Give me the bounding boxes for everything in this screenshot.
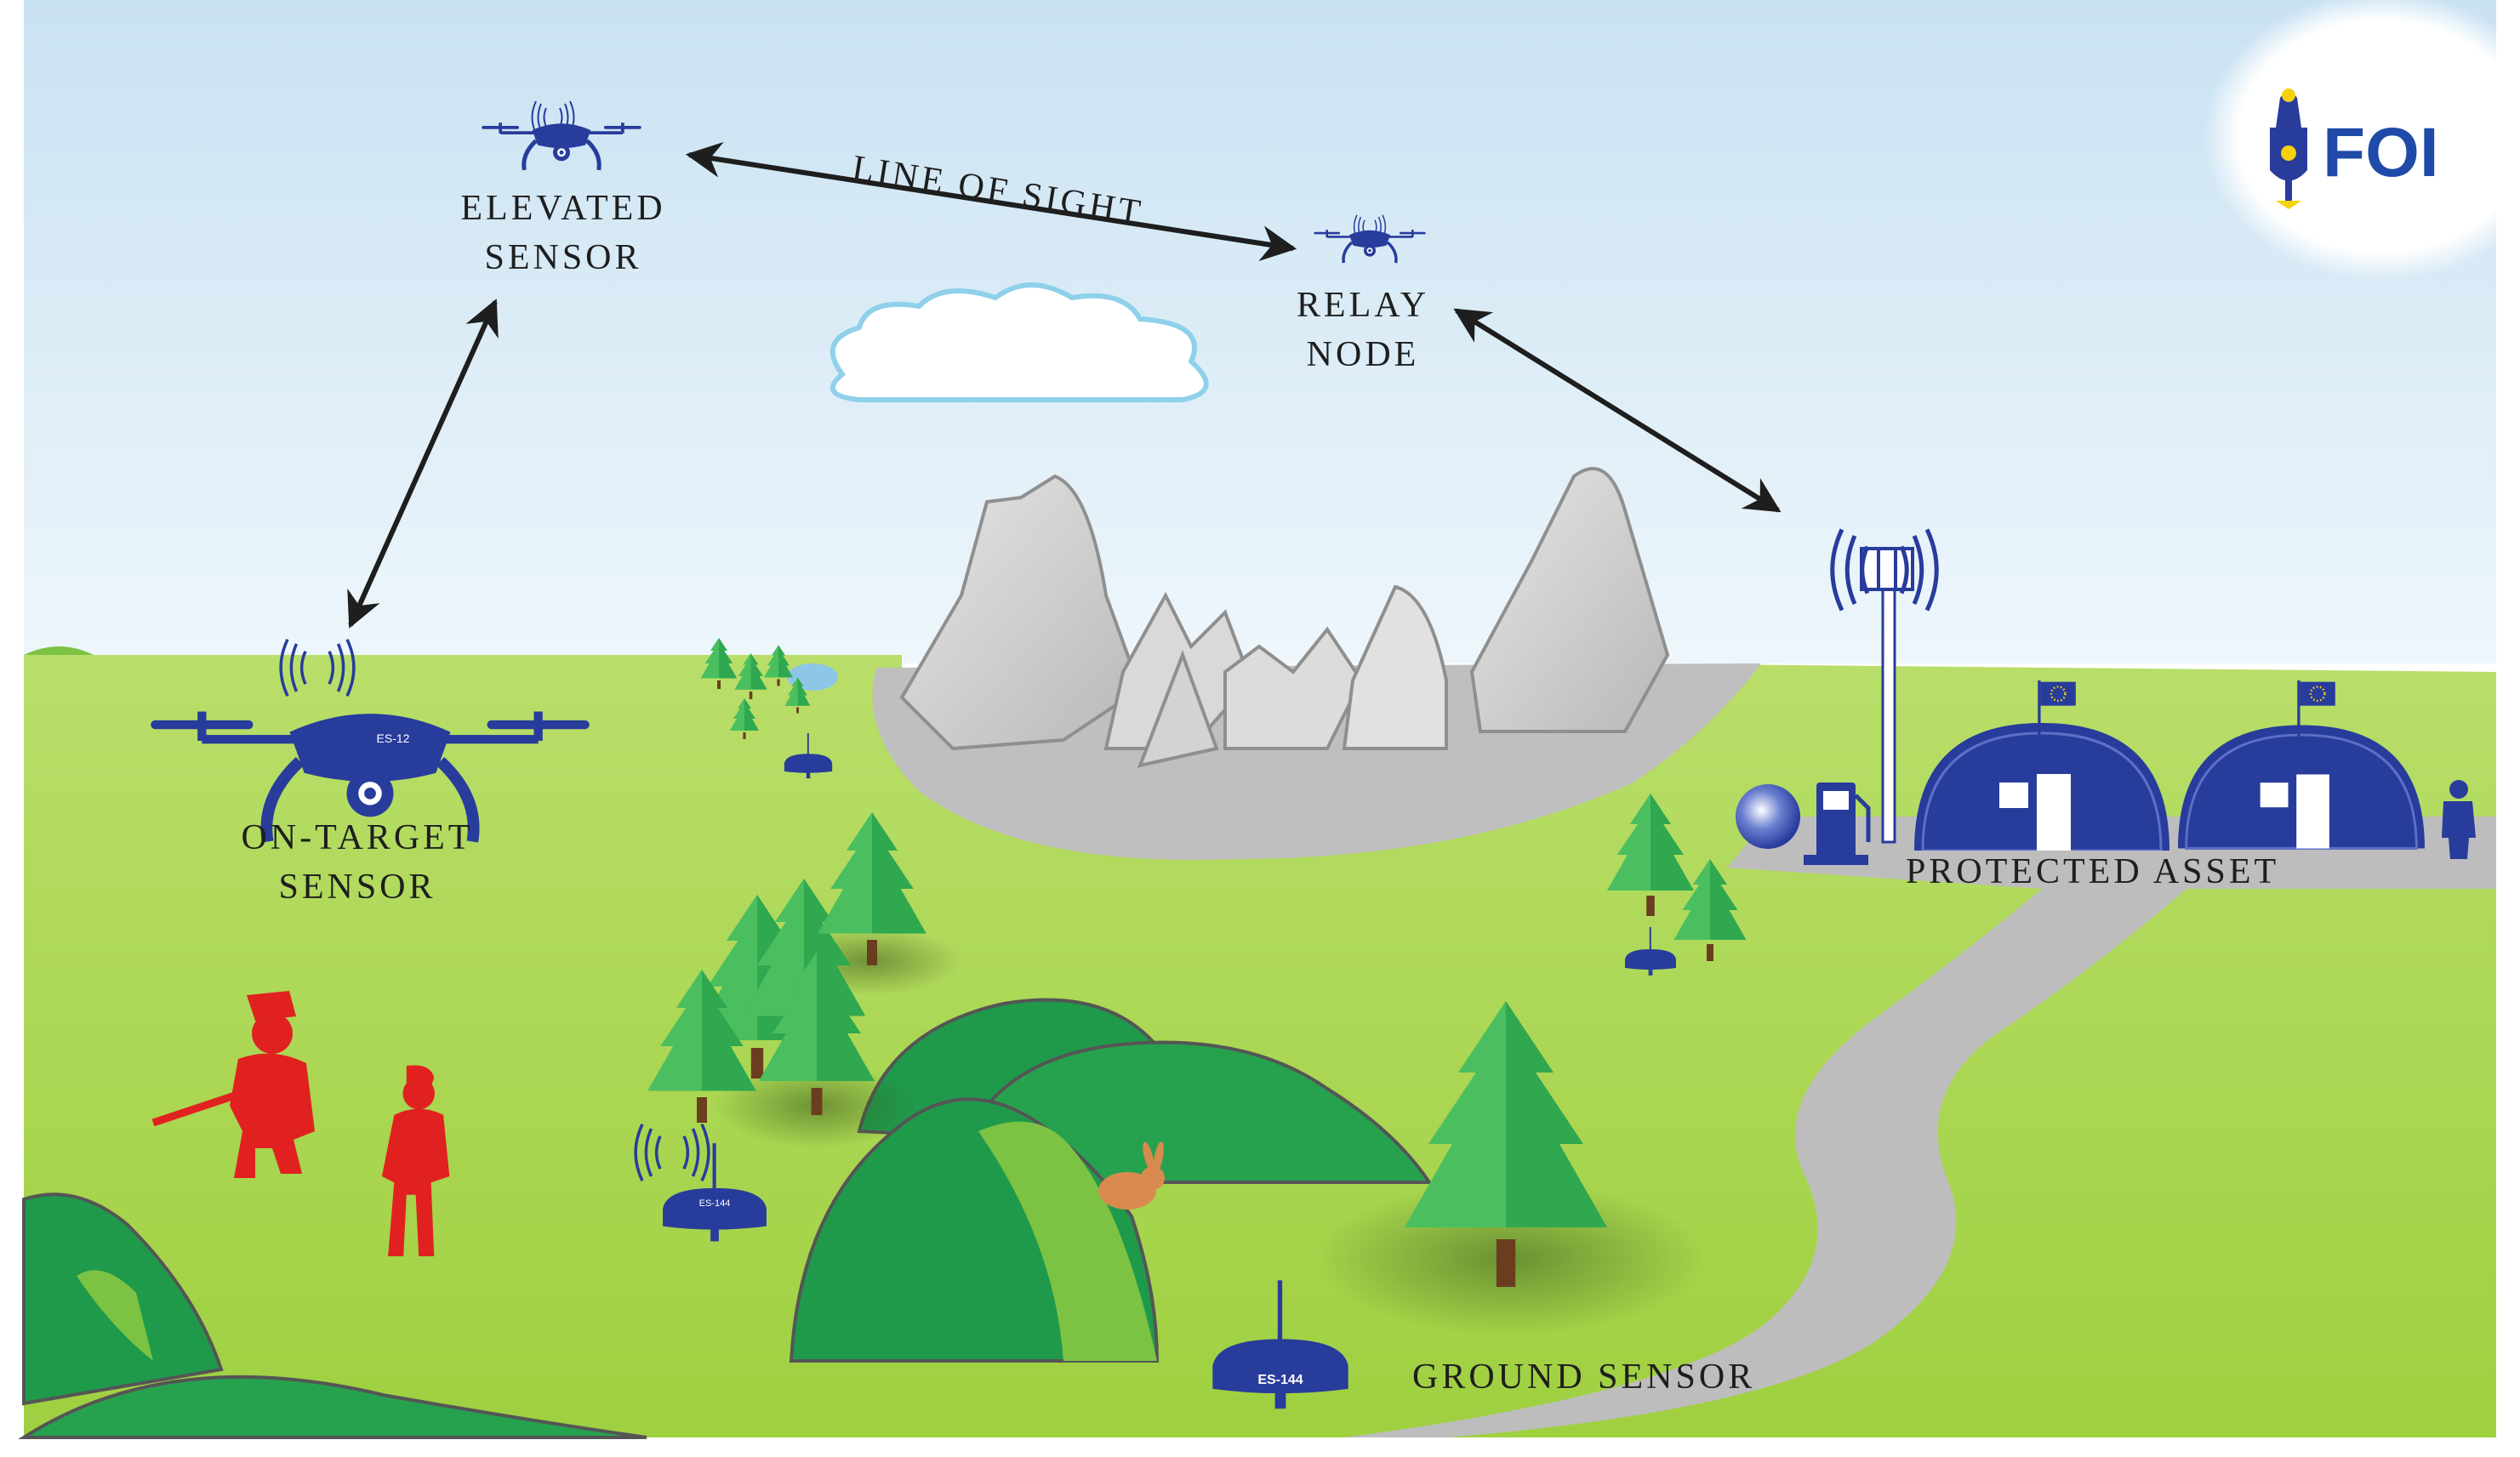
protected-asset-base: PROTECTED ASSET — [1736, 530, 2476, 891]
cloud-icon — [830, 282, 1209, 402]
ground-sensors: ES-144 ES-144 GROUND SENSOR — [634, 732, 1755, 1409]
elevated-sensor-label-1: ELEVATED — [460, 189, 665, 228]
foi-logo-text: FOI — [2323, 114, 2439, 191]
ground-sensor-small: ES-144 — [634, 1123, 767, 1242]
arrow-elevated-to-relay — [685, 142, 1297, 261]
green-hills — [18, 998, 1433, 1439]
relay-node-label-2: NODE — [1307, 335, 1420, 374]
elevated-sensor-drone: ELEVATED SENSOR — [460, 100, 665, 277]
road — [1344, 817, 2496, 1437]
ground-sensor-main: ES-144 — [1212, 1280, 1348, 1409]
arrow-relay-to-tower — [1453, 308, 1782, 513]
link-arrows — [347, 142, 1782, 629]
hostile-soldiers — [151, 991, 450, 1256]
foi-logo: FOI — [2270, 88, 2439, 209]
on-target-sensor-label-2: SENSOR — [278, 868, 436, 907]
arrow-elevated-to-ontarget — [347, 299, 499, 629]
mountain-range — [899, 467, 1670, 768]
crest-icon — [2270, 88, 2307, 209]
radio-tower-icon — [1833, 530, 1937, 844]
relay-node-drone: RELAY NODE — [1297, 214, 1429, 374]
far-hill — [24, 646, 94, 655]
protected-asset-label: PROTECTED ASSET — [1906, 852, 2279, 891]
sky — [24, 0, 2496, 663]
relay-node-label-1: RELAY — [1297, 286, 1429, 325]
soldier-icon — [2442, 780, 2476, 859]
fuel-pump-icon — [1804, 783, 1871, 865]
ground-sensor-label: GROUND SENSOR — [1412, 1357, 1755, 1397]
sun-glow — [2204, 0, 2520, 281]
radar-dome-icon — [1736, 784, 1800, 849]
drone-tag: ES-12 — [377, 731, 410, 745]
on-target-sensor-label-1: ON-TARGET — [242, 818, 474, 857]
ground-sensor-tag: ES-144 — [1257, 1373, 1303, 1387]
ground-sensor-tag-small: ES-144 — [699, 1198, 731, 1209]
elevated-sensor-label-2: SENSOR — [484, 238, 641, 277]
soldier-icon — [151, 991, 315, 1178]
on-target-sensor-drone: ES-12 ON-TARGET SENSOR — [151, 638, 590, 907]
rabbit-icon — [1098, 1141, 1165, 1209]
